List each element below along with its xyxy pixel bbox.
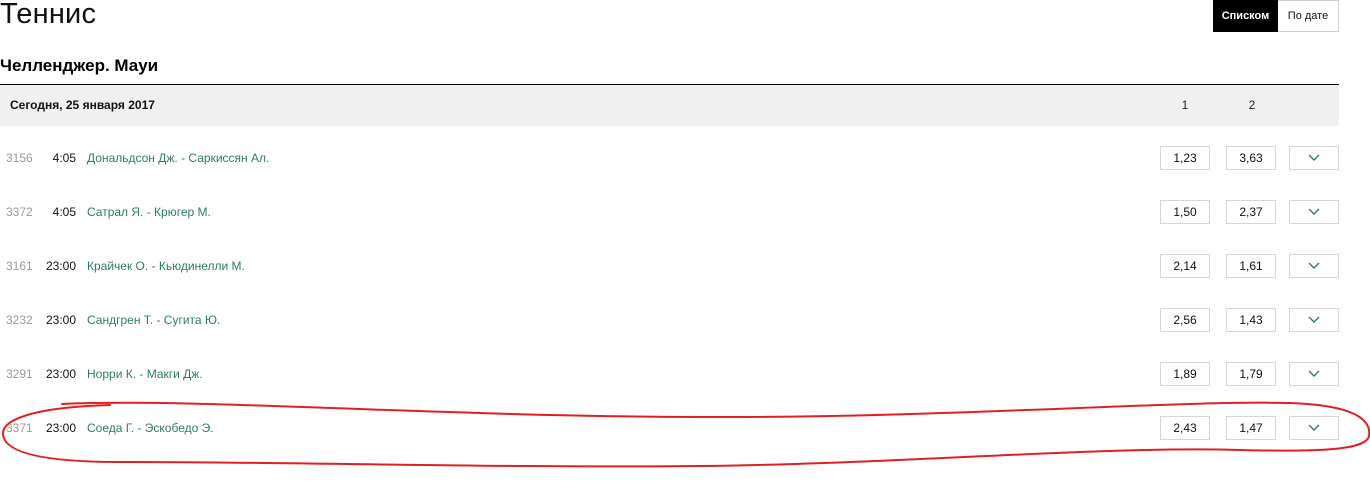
view-by-date-button[interactable]: По дате	[1278, 0, 1339, 32]
match-teams-link[interactable]: Соеда Г. - Эскобедо Э.	[87, 421, 214, 435]
date-header: Сегодня, 25 января 2017 1 2	[0, 85, 1339, 126]
odd-1-button[interactable]: 2,14	[1160, 254, 1210, 278]
chevron-down-icon	[1308, 262, 1320, 269]
expand-button[interactable]	[1289, 146, 1339, 170]
match-id: 3232	[6, 313, 33, 327]
match-id: 3371	[6, 421, 33, 435]
chevron-down-icon	[1308, 154, 1320, 161]
expand-button[interactable]	[1289, 254, 1339, 278]
chevron-down-icon	[1308, 208, 1320, 215]
match-row: 3156 4:05 Дональдсон Дж. - Саркиссян Ал.…	[0, 131, 1339, 185]
match-time: 23:00	[45, 313, 76, 327]
expand-button[interactable]	[1289, 362, 1339, 386]
odd-1-button[interactable]: 1,89	[1160, 362, 1210, 386]
chevron-down-icon	[1308, 316, 1320, 323]
match-teams-link[interactable]: Норри К. - Макги Дж.	[87, 367, 203, 381]
match-row: 3161 23:00 Крайчек О. - Кьюдинелли М. 2,…	[0, 239, 1339, 293]
odd-2-button[interactable]: 1,43	[1226, 308, 1276, 332]
match-teams-link[interactable]: Сандгрен Т. - Сугита Ю.	[87, 313, 221, 327]
odd-2-button[interactable]: 3,63	[1226, 146, 1276, 170]
match-row: 3291 23:00 Норри К. - Макги Дж. 1,89 1,7…	[0, 347, 1339, 401]
odd-2-button[interactable]: 2,37	[1226, 200, 1276, 224]
match-time: 23:00	[45, 367, 76, 381]
column-header-2: 2	[1248, 98, 1256, 112]
title-divider	[0, 84, 1339, 85]
date-label: Сегодня, 25 января 2017	[10, 98, 155, 112]
expand-button[interactable]	[1289, 308, 1339, 332]
match-row: 3371 23:00 Соеда Г. - Эскобедо Э. 2,43 1…	[0, 401, 1339, 455]
odd-2-button[interactable]: 1,61	[1226, 254, 1276, 278]
match-teams-link[interactable]: Крайчек О. - Кьюдинелли М.	[87, 259, 245, 273]
match-id: 3156	[6, 151, 33, 165]
match-row: 3372 4:05 Сатрал Я. - Крюгер М. 1,50 2,3…	[0, 185, 1339, 239]
match-time: 4:05	[52, 205, 76, 219]
chevron-down-icon	[1308, 424, 1320, 431]
expand-button[interactable]	[1289, 416, 1339, 440]
page-title: Теннис	[0, 0, 97, 30]
view-toggle: Списком По дате	[1213, 0, 1339, 32]
match-id: 3291	[6, 367, 33, 381]
match-teams-link[interactable]: Дональдсон Дж. - Саркиссян Ал.	[87, 151, 270, 165]
odd-1-button[interactable]: 2,56	[1160, 308, 1210, 332]
odd-2-button[interactable]: 1,47	[1226, 416, 1276, 440]
match-id: 3161	[6, 259, 33, 273]
odd-1-button[interactable]: 1,50	[1160, 200, 1210, 224]
match-teams-link[interactable]: Сатрал Я. - Крюгер М.	[87, 205, 211, 219]
match-row: 3232 23:00 Сандгрен Т. - Сугита Ю. 2,56 …	[0, 293, 1339, 347]
odd-2-button[interactable]: 1,79	[1226, 362, 1276, 386]
match-time: 23:00	[45, 259, 76, 273]
odd-1-button[interactable]: 2,43	[1160, 416, 1210, 440]
tournament-title: Челленджер. Мауи	[0, 56, 159, 75]
view-list-button[interactable]: Списком	[1213, 0, 1278, 32]
column-header-1: 1	[1181, 98, 1189, 112]
chevron-down-icon	[1308, 370, 1320, 377]
match-time: 23:00	[45, 421, 76, 435]
odd-1-button[interactable]: 1,23	[1160, 146, 1210, 170]
match-id: 3372	[6, 205, 33, 219]
match-time: 4:05	[52, 151, 76, 165]
expand-button[interactable]	[1289, 200, 1339, 224]
